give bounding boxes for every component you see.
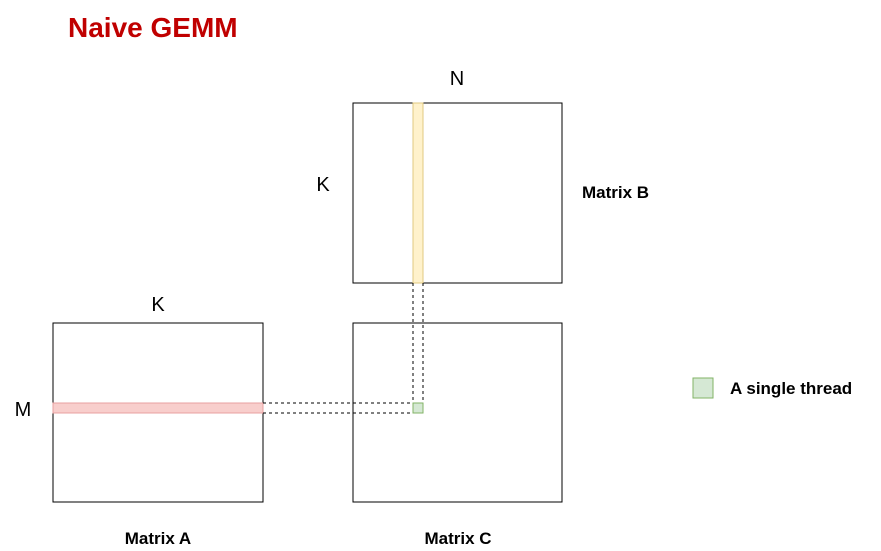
matrix-a-row-highlight: [52, 402, 264, 414]
thread-cell: [412, 402, 424, 414]
diagram-title: Naive GEMM: [68, 12, 238, 43]
matrix-b-box: [352, 102, 563, 284]
matrix-b-caption: Matrix B: [582, 183, 649, 202]
matrix-b-top-label: N: [450, 68, 464, 90]
legend-label: A single thread: [730, 379, 852, 398]
matrix-a-top-label: K: [151, 294, 165, 316]
matrix-b-column-highlight: [412, 102, 424, 284]
matrix-a-caption: Matrix A: [125, 529, 191, 548]
matrix-c-box: [352, 322, 563, 503]
dashed-guides: [263, 283, 424, 414]
matrix-c-caption: Matrix C: [424, 529, 491, 548]
legend-swatch: [692, 377, 714, 399]
matrix-a-side-label: M: [15, 399, 32, 421]
matrix-b-side-label: K: [316, 174, 330, 196]
